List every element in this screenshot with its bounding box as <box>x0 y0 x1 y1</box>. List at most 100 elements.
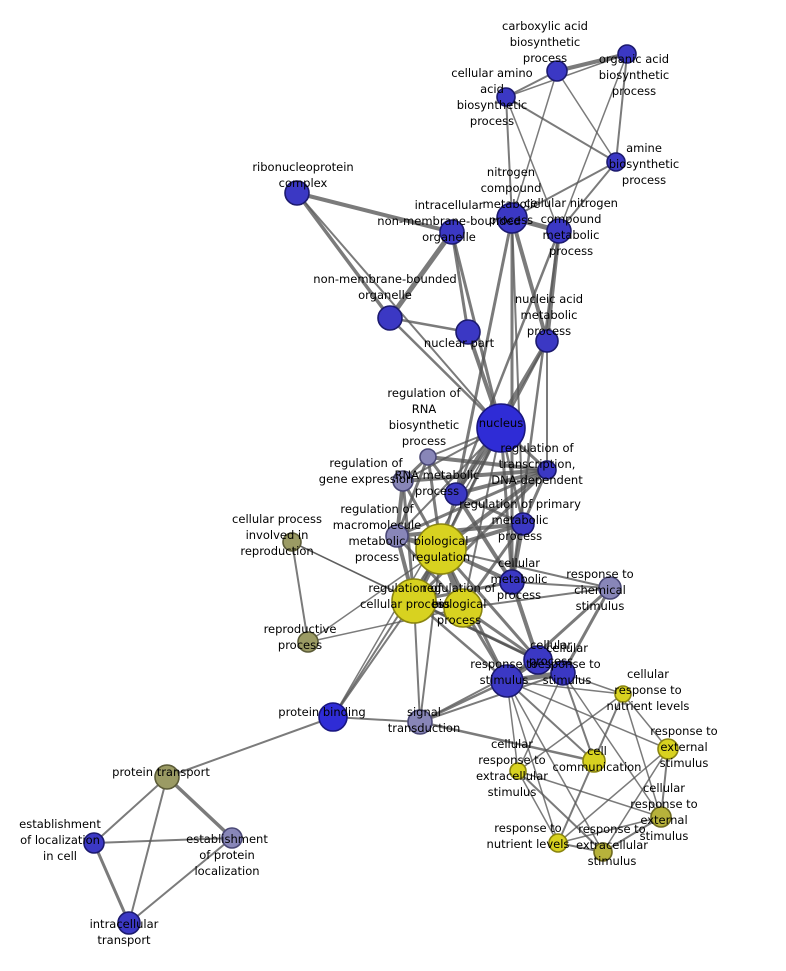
edge-cellresp-crext <box>562 672 662 818</box>
edge-respstim-respnutr <box>506 680 559 844</box>
node-sigtrans[interactable] <box>407 709 433 735</box>
edge-respstim-crnutr <box>506 680 624 695</box>
node-cellmet[interactable] <box>499 569 525 595</box>
node-amine[interactable] <box>606 152 626 172</box>
node-regcell[interactable] <box>391 578 437 624</box>
edge-organic-amine <box>615 53 628 163</box>
node-bioreg[interactable] <box>415 523 467 575</box>
edge-sigtrans-bioreg <box>419 548 442 723</box>
node-nmbo[interactable] <box>377 305 403 331</box>
edge-estloc-intratrans <box>92 841 131 925</box>
node-crext[interactable] <box>650 806 672 828</box>
node-respext[interactable] <box>657 738 679 760</box>
node-regprim[interactable] <box>511 512 535 536</box>
node-intratrans[interactable] <box>117 911 141 935</box>
node-rnp[interactable] <box>284 180 310 206</box>
node-regtx[interactable] <box>537 460 557 480</box>
node-nitro[interactable] <box>496 202 528 234</box>
node-cpir[interactable] <box>282 532 302 552</box>
node-label-nucleus: nucleus <box>479 416 523 430</box>
edge-regrna-regtx <box>426 455 549 472</box>
edge-protbind-prottrans <box>166 716 334 778</box>
node-prottrans[interactable] <box>154 764 180 790</box>
node-protbind[interactable] <box>318 702 348 732</box>
edge-sigtrans-cellresp <box>419 672 564 723</box>
node-regmacro[interactable] <box>385 524 409 548</box>
edge-regtx-rnamet <box>454 468 549 496</box>
node-cnitro[interactable] <box>546 218 572 244</box>
edge-respstim-respchem <box>505 586 612 683</box>
edge-crextra-crext <box>517 770 662 818</box>
node-nucacid[interactable] <box>535 329 559 353</box>
node-label-protbind: protein binding <box>278 705 365 719</box>
node-regbio[interactable] <box>443 588 483 628</box>
node-organic[interactable] <box>617 44 637 64</box>
edge-reprod-regbio <box>307 607 464 643</box>
edge-cellresp-crextra <box>517 672 564 772</box>
node-crnutr[interactable] <box>614 685 632 703</box>
edge-carbox-organic <box>555 52 629 73</box>
edge-crnutr-crextra <box>517 693 624 772</box>
node-rnamet[interactable] <box>444 482 468 506</box>
node-estloc[interactable] <box>83 832 105 854</box>
node-cellproc[interactable] <box>523 645 553 675</box>
node-cellresp[interactable] <box>550 660 576 686</box>
node-inmbo[interactable] <box>439 219 465 245</box>
edge-nucleus-regmacro <box>396 427 502 537</box>
node-respnutr[interactable] <box>548 833 568 853</box>
node-respextra[interactable] <box>593 842 613 862</box>
edge-regtx-reggene <box>401 468 549 483</box>
edge-reprod-bioreg <box>307 548 442 643</box>
node-amino[interactable] <box>496 87 516 107</box>
edge-prottrans-estprot <box>165 775 234 840</box>
node-nucpart[interactable] <box>455 319 481 345</box>
node-label-nucpart: nuclear part <box>424 336 495 350</box>
edge-respstim-respextra <box>506 680 604 853</box>
node-reprod[interactable] <box>297 631 319 653</box>
edge-cpir-reprod <box>291 541 309 643</box>
edge-cnitro-rnamet <box>454 229 561 496</box>
node-reggene[interactable] <box>392 470 414 492</box>
edge-respstim-respext <box>506 680 669 750</box>
node-regrna[interactable] <box>419 448 437 466</box>
edge-respext-respextra <box>602 748 669 853</box>
edge-crext-respnutr <box>557 816 662 844</box>
edge-amine-cnitro <box>558 161 617 232</box>
node-respstim[interactable] <box>490 664 524 698</box>
edge-organic-cnitro <box>558 53 628 232</box>
node-crextra[interactable] <box>509 762 527 780</box>
node-estprot[interactable] <box>221 827 243 849</box>
edge-nucleus-cellmet <box>499 426 514 584</box>
node-carbox[interactable] <box>546 60 568 82</box>
node-nucleus[interactable] <box>476 403 526 453</box>
edge-cellresp-respchem <box>561 586 612 675</box>
edge-rnp-nmbo <box>295 191 392 320</box>
edge-cellresp-cellcomm <box>562 672 595 762</box>
edge-estloc-estprot <box>93 837 233 844</box>
node-respchem[interactable] <box>598 576 622 600</box>
node-cellcomm[interactable] <box>582 749 606 773</box>
edge-protbind-nucleus <box>332 427 502 718</box>
